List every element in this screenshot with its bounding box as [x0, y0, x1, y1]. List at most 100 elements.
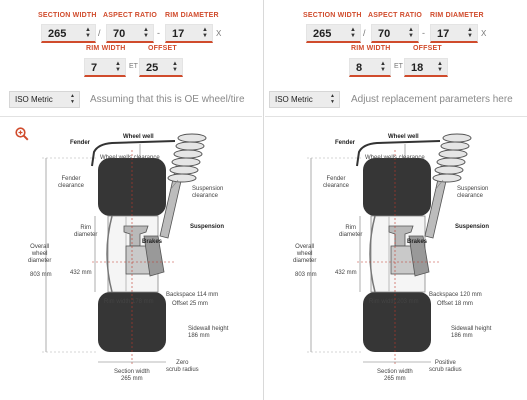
et-label: ET	[129, 63, 138, 70]
section-width-select[interactable]: 265 ▲▼	[306, 24, 361, 43]
unit-system-value: ISO Metric	[275, 95, 313, 104]
coil-spring	[432, 133, 472, 183]
aspect-ratio-header: ASPECT RATIO	[368, 12, 422, 19]
suspension-label: Suspension	[455, 224, 490, 230]
aspect-ratio-header: ASPECT RATIO	[103, 12, 157, 19]
rim-diameter-label: Rim diameter	[74, 225, 98, 238]
offset-header: OFFSET	[148, 45, 177, 52]
section-width-value: 265	[48, 28, 67, 40]
offset-select[interactable]: 18 ▲▼	[404, 58, 448, 77]
rim-diameter-value: 17	[437, 28, 450, 40]
suspension-label: Suspension	[190, 224, 225, 230]
overall-diameter-label: Overall wheel diameter	[293, 244, 317, 264]
oe-panel: SECTION WIDTH ASPECT RATIO RIM DIAMETER …	[0, 0, 262, 400]
dash-separator: -	[157, 28, 160, 38]
rim-width-select[interactable]: 7 ▲▼	[84, 58, 126, 77]
rim-diameter-label: Rim diameter	[339, 225, 363, 238]
rim-width-value: 7	[91, 62, 98, 74]
dropdown-arrows-icon: ▲▼	[408, 27, 414, 39]
dropdown-arrows-icon: ▲▼	[330, 93, 335, 105]
fender-label: Fender	[335, 140, 356, 146]
section-width-header: SECTION WIDTH	[38, 12, 97, 19]
rim-width-value: 8	[356, 62, 363, 74]
rim-diameter-select[interactable]: 17 ▲▼	[165, 24, 213, 43]
sidewall-height-label: Sidewall height 186 mm	[188, 326, 229, 339]
offset-header: OFFSET	[413, 45, 442, 52]
brakes-label: Brakes	[407, 239, 428, 245]
dropdown-arrows-icon: ▲▼	[115, 61, 121, 73]
rim-diameter-select[interactable]: 17 ▲▼	[430, 24, 478, 43]
rim-width-header: RIM WIDTH	[86, 45, 126, 52]
wheel-wells-clearance-label: Wheel wells clearance	[100, 155, 160, 161]
dropdown-arrows-icon: ▲▼	[70, 93, 75, 105]
wheel-wells-clearance-label: Wheel wells clearance	[365, 155, 425, 161]
dropdown-arrows-icon: ▲▼	[143, 27, 149, 39]
rim-width-label: Rim width 203 mm	[369, 299, 419, 305]
section-divider	[265, 116, 527, 117]
suspension-clearance-label: Suspension clearance	[192, 186, 224, 199]
et-label: ET	[394, 63, 403, 70]
rim-diameter-header: RIM DIAMETER	[430, 12, 484, 19]
section-width-value: 265	[313, 28, 332, 40]
dropdown-arrows-icon: ▲▼	[437, 61, 443, 73]
offset-label: Offset 18 mm	[437, 301, 473, 307]
aspect-ratio-value: 70	[113, 28, 126, 40]
zoom-in-icon[interactable]	[15, 127, 29, 141]
aspect-ratio-select[interactable]: 70 ▲▼	[371, 24, 419, 43]
dropdown-arrows-icon: ▲▼	[467, 27, 473, 39]
unit-system-select[interactable]: ISO Metric ▲▼	[9, 91, 80, 108]
offset-value: 25	[146, 62, 159, 74]
steering-knuckle	[143, 235, 165, 277]
section-width-select[interactable]: 265 ▲▼	[41, 24, 96, 43]
section-divider	[0, 116, 262, 117]
replacement-note: Adjust replacement parameters here	[351, 94, 513, 105]
dropdown-arrows-icon: ▲▼	[85, 27, 91, 39]
rim-width-header: RIM WIDTH	[351, 45, 391, 52]
rim-width-select[interactable]: 8 ▲▼	[349, 58, 391, 77]
aspect-ratio-select[interactable]: 70 ▲▼	[106, 24, 154, 43]
dropdown-arrows-icon: ▲▼	[380, 61, 386, 73]
section-width-label: Section width 265 mm	[114, 369, 150, 382]
lower-tire	[363, 292, 431, 352]
fender-label: Fender	[70, 140, 91, 146]
unit-system-select[interactable]: ISO Metric ▲▼	[269, 91, 340, 108]
offset-value: 18	[411, 62, 424, 74]
upper-tire	[363, 158, 431, 216]
replacement-panel: SECTION WIDTH ASPECT RATIO RIM DIAMETER …	[265, 0, 527, 400]
rim-diameter-value: 432 mm	[335, 270, 357, 276]
rim-diameter-value: 17	[172, 28, 185, 40]
wheel-well-label: Wheel well	[123, 134, 154, 140]
fender-clearance-label: Fender clearance	[323, 176, 350, 189]
offset-select[interactable]: 25 ▲▼	[139, 58, 183, 77]
dropdown-arrows-icon: ▲▼	[172, 61, 178, 73]
panel-divider	[263, 0, 264, 400]
dash-separator: -	[422, 28, 425, 38]
dropdown-arrows-icon: ▲▼	[202, 27, 208, 39]
x-separator: X	[481, 29, 487, 38]
rim-barrel-left	[106, 215, 113, 293]
wheel-diagram	[307, 133, 472, 365]
section-width-label: Section width 265 mm	[377, 369, 413, 382]
oe-note: Assuming that this is OE wheel/tire	[90, 94, 245, 105]
coil-spring	[167, 133, 207, 183]
wheel-well-label: Wheel well	[388, 134, 419, 140]
backspace-label: Backspace 114 mm	[166, 292, 219, 298]
rim-diameter-header: RIM DIAMETER	[165, 12, 219, 19]
overall-diameter-value: 803 mm	[295, 272, 317, 278]
fender-line	[91, 140, 176, 167]
backspace-label: Backspace 120 mm	[429, 292, 482, 298]
brakes-label: Brakes	[142, 239, 163, 245]
x-separator: X	[216, 29, 222, 38]
overall-diameter-value: 803 mm	[30, 272, 52, 278]
scrub-radius-label: Positive scrub radius	[429, 360, 462, 373]
scrub-radius-label: Zero scrub radius	[166, 360, 199, 373]
rim-barrel-left	[369, 215, 376, 293]
dropdown-arrows-icon: ▲▼	[350, 27, 356, 39]
fender-line	[356, 140, 441, 167]
slash-separator: /	[363, 28, 366, 38]
steering-knuckle	[408, 235, 430, 277]
sidewall-height-label: Sidewall height 186 mm	[451, 326, 492, 339]
aspect-ratio-value: 70	[378, 28, 391, 40]
unit-system-value: ISO Metric	[15, 95, 53, 104]
offset-label: Offset 25 mm	[172, 301, 208, 307]
